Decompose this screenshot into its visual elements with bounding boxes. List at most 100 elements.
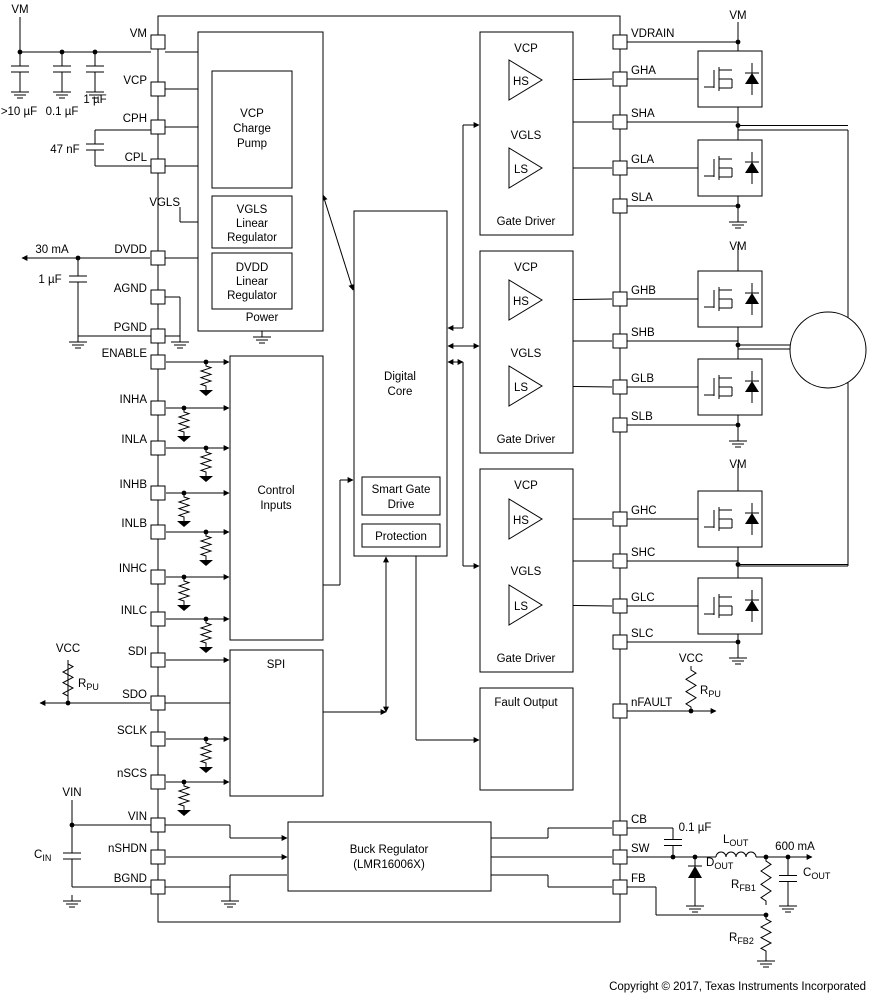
pin-label-cb: CB [631,814,647,826]
pin-label-nshdn: nSHDN [108,843,147,855]
control-inputs-line-1: Control [257,485,294,497]
pin-sclk [150,731,166,747]
pin-label-glb: GLB [631,373,654,385]
junction-dot [65,700,71,706]
gate-driver-b-ls-label: LS [514,382,528,394]
protection-label: Protection [375,531,427,543]
cap-47nf-label: 47 nF [50,144,79,156]
rfb1-main: R [731,879,739,891]
pin-label-sha: SHA [631,108,655,120]
smart-gate-drive-line-1: Smart Gate [372,484,431,496]
cin-sub: IN [42,853,51,863]
power-label: Power [246,312,279,324]
vgls-regulator-line-1: VGLS [237,204,268,216]
pin-label-pgnd: PGND [114,322,147,334]
gate-driver-b-vcp-label: VCP [514,262,538,274]
buck-regulator-line-2: (LMR16006X) [353,859,425,871]
gate-driver-a-hs-buffer [508,59,543,101]
pin-inlc [150,611,166,627]
pin-label-ghc: GHC [631,505,657,517]
pin-label-inhc: INHC [119,563,147,575]
gate-driver-c: VCP VGLS Gate Driver HS LS [479,468,574,673]
gate-driver-c-vcp-label: VCP [514,480,538,492]
vcp-charge-pump-block [211,70,293,189]
rfb2-label: RFB2 [729,932,754,946]
cap-1uf-label: 1 µF [83,94,106,106]
resistor [177,782,191,810]
resistor [199,448,213,476]
pulldown-arrow [199,390,213,396]
pin-cph [150,119,166,135]
cin-main: C [34,849,42,861]
vcc-right-label: VCC [679,653,703,665]
gate-driver-a-label: Gate Driver [497,216,556,228]
pin-layer: VMVCPCPHCPLDVDDAGNDPGNDENABLEINHAINLAINH… [102,28,674,895]
pin-sw [612,849,628,865]
buck-current-label: 600 mA [775,841,815,853]
rfb1-sub: FB1 [739,883,756,893]
pin-shb [612,333,628,349]
pin-label-agnd: AGND [114,283,147,295]
pin-slc [612,634,628,650]
pulldown-arrow [199,476,213,482]
dout-main: D [706,857,714,869]
cout-main: C [803,867,811,879]
pin-cpl [150,158,166,174]
spi-block [229,649,324,797]
pin-sdo [150,695,166,711]
junction-dot [688,708,694,714]
resistor [199,619,213,647]
pin-label-inhb: INHB [120,479,148,491]
pin-vdrain [612,34,628,50]
pin-inhc [150,569,166,585]
dvdd-regulator-block [211,252,293,310]
digital-core-line-1: Digital [384,371,416,383]
junction-dot [735,203,741,209]
pin-pgnd [150,328,166,344]
bidirectional-signal [321,194,355,291]
resistor [177,408,191,436]
spi-label: SPI [267,659,286,671]
pin-label-bgnd: BGND [114,873,147,885]
pin-label-fb: FB [631,873,646,885]
gate-driver-b-hs-buffer [508,279,543,321]
pin-label-vcp: VCP [123,75,147,87]
buck-regulator-block [287,821,492,892]
pin-vm [150,34,166,50]
dvdd-regulator-line-1: DVDD [236,262,269,274]
pin-label-inla: INLA [121,434,147,446]
fault-output-block [479,687,574,791]
pin-label-slb: SLB [631,411,653,423]
body-diode [745,162,759,173]
rpu-right-main: R [700,685,708,697]
vgls-regulator-line-3: Regulator [227,232,277,244]
pin-shc [612,553,628,569]
gate-driver-c-hs-buffer [508,498,543,540]
pin-label-inha: INHA [120,394,148,406]
fault-output-label: Fault Output [494,697,558,709]
body-diode [745,513,759,524]
pin-cb [612,820,628,836]
junction-dot [670,854,676,860]
vgls-regulator-block [211,195,293,249]
gate-driver-a-ls-buffer [508,147,543,189]
smart-gate-drive-line-2: Drive [388,499,415,511]
smart-gate-drive-block [361,476,441,516]
pin-nfault [612,703,628,719]
gate-driver-c-hs-label: HS [513,515,529,527]
lout-sub: OUT [729,838,749,848]
pin-inla [150,440,166,456]
pulldown-arrow [199,560,213,566]
vm-phase-c-label: VM [729,459,746,471]
vm-top-left-label: VM [11,4,28,16]
cap-01uf-label: 0.1 µF [46,106,79,118]
cout-label: COUT [803,867,831,881]
pin-slb [612,417,628,433]
pin-vcp [150,81,166,97]
pin-label-enable: ENABLE [102,348,148,360]
dvdd-regulator-line-2: Linear [236,276,268,288]
lout-label: LOUT [723,834,749,848]
digital-core-line-2: Core [388,386,413,398]
vgls-input-label: VGLS [149,197,180,209]
